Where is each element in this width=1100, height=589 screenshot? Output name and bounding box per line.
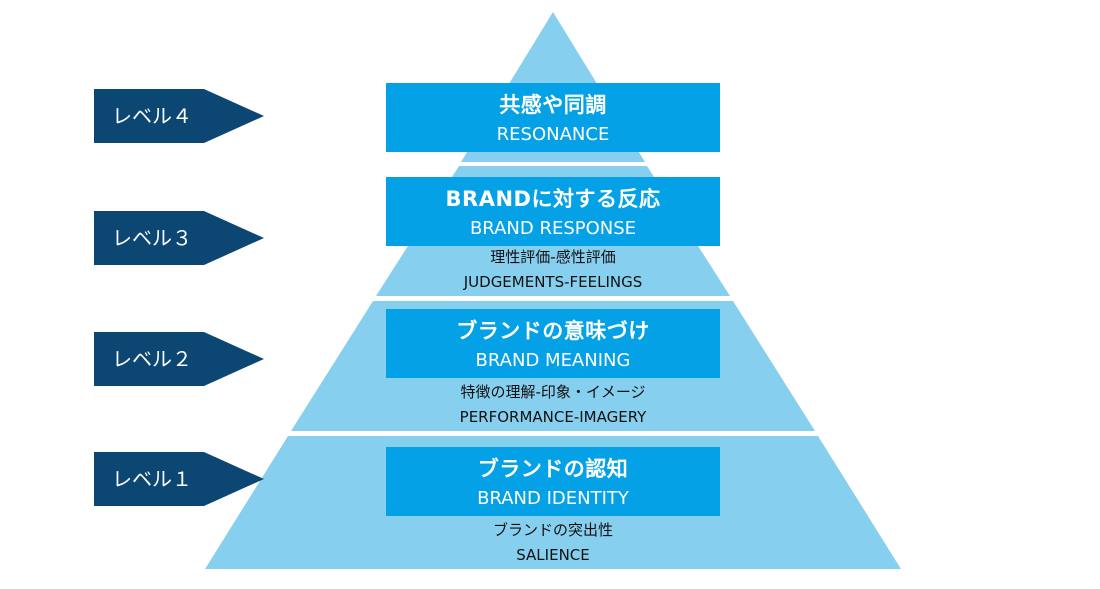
level-3-sub-en: JUDGEMENTS-FEELINGS — [463, 273, 643, 291]
level-4-title-en: RESONANCE — [496, 124, 610, 145]
level-1-sub-en: SALIENCE — [516, 546, 590, 564]
level-3-title-ja: BRANDに対する反応 — [445, 187, 661, 211]
level-3-sub-ja: 理性評価-感性評価 — [490, 248, 616, 266]
level-1-label: レベル１ — [112, 467, 192, 491]
level-4-label: レベル４ — [112, 104, 192, 128]
level-3-label: レベル３ — [112, 226, 192, 250]
level-1-sub-ja: ブランドの突出性 — [492, 521, 613, 539]
level-3-title-en: BRAND RESPONSE — [469, 218, 637, 239]
level-2-sub-en: PERFORMANCE-IMAGERY — [459, 408, 647, 426]
level-4-title-ja: 共感や同調 — [499, 93, 607, 117]
level-1-title-box: ブランドの認知 BRAND IDENTITY — [386, 447, 720, 516]
level-3-title-box: BRANDに対する反応 BRAND RESPONSE — [386, 177, 720, 246]
level-2-subtext: 特徴の理解-印象・イメージ PERFORMANCE-IMAGERY — [386, 383, 720, 426]
level-1-title-en: BRAND IDENTITY — [477, 488, 629, 509]
level-2-title-box: ブランドの意味づけ BRAND MEANING — [386, 309, 720, 378]
level-1-title-ja: ブランドの認知 — [477, 457, 629, 481]
level-1-subtext: ブランドの突出性 SALIENCE — [386, 521, 720, 564]
level-2-title-en: BRAND MEANING — [475, 350, 631, 371]
level-2-title-ja: ブランドの意味づけ — [456, 319, 650, 343]
level-3-subtext: 理性評価-感性評価 JUDGEMENTS-FEELINGS — [386, 248, 720, 291]
level-2-sub-ja: 特徴の理解-印象・イメージ — [460, 383, 646, 401]
level-2-label: レベル２ — [112, 347, 192, 371]
level-4-title-box: 共感や同調 RESONANCE — [386, 83, 720, 152]
